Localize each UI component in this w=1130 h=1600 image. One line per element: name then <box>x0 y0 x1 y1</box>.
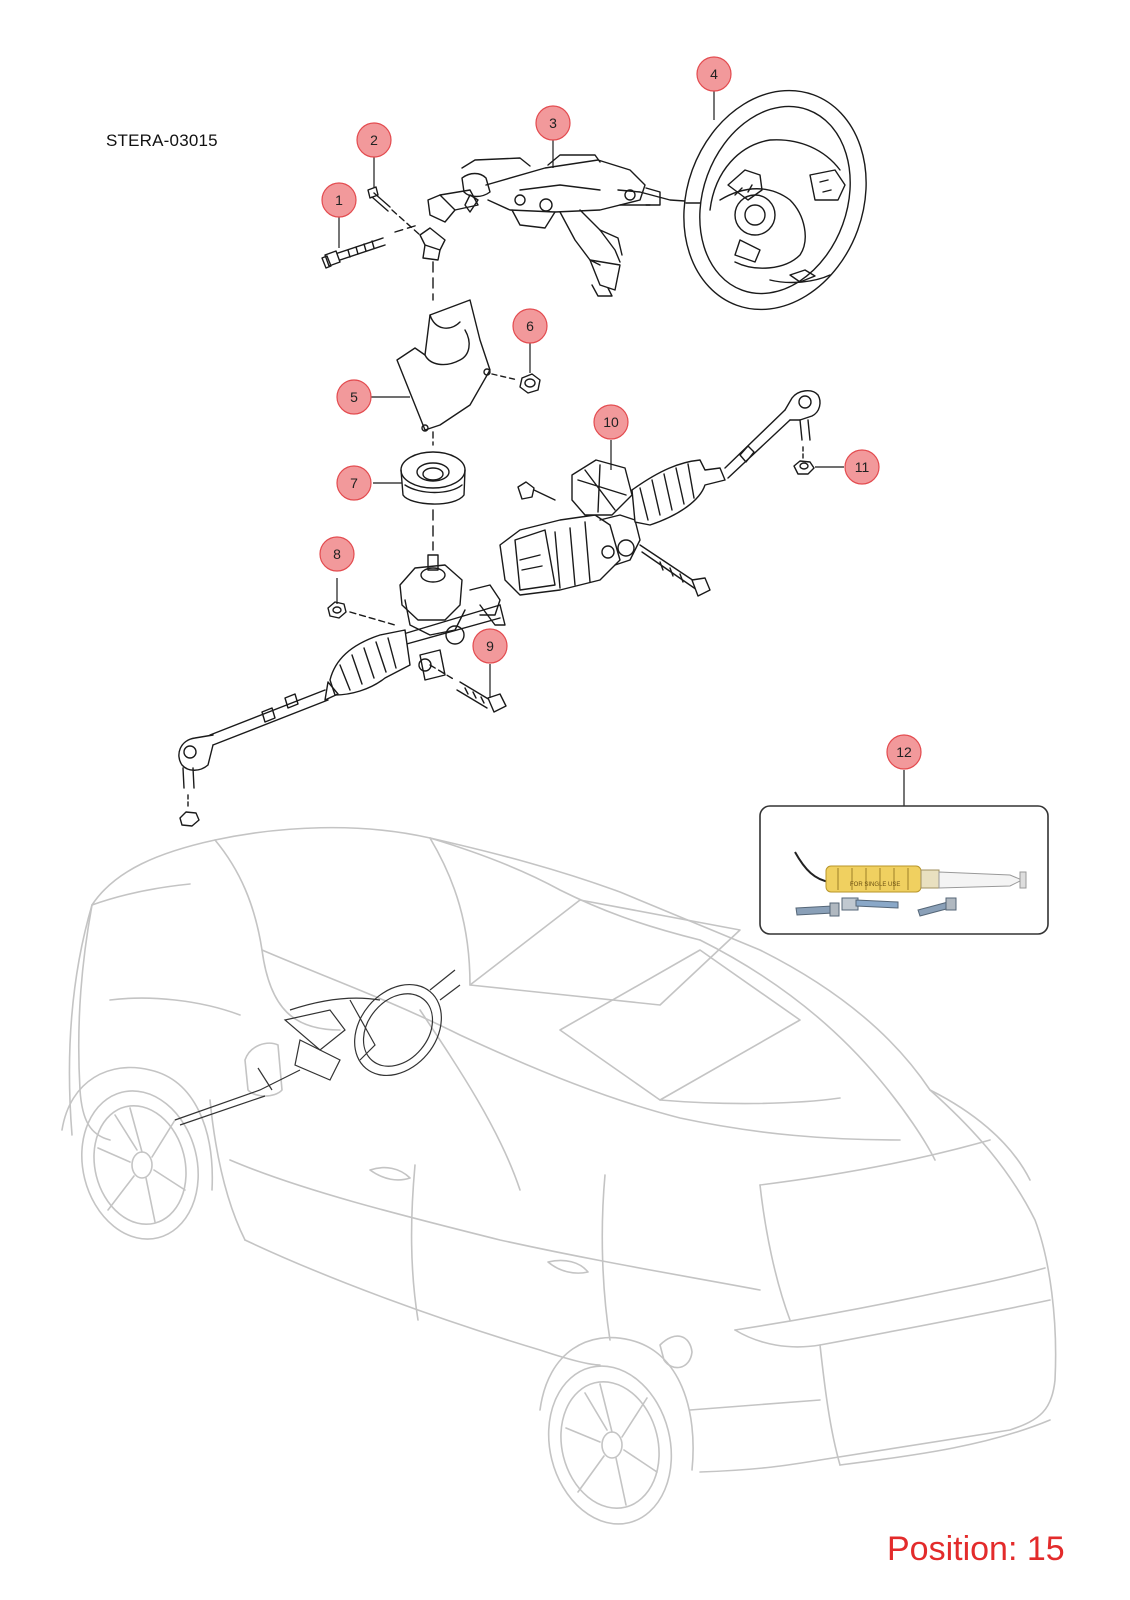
callout-6-label: 6 <box>526 318 534 334</box>
callout-1-label: 1 <box>335 192 343 208</box>
part-2-bolt <box>367 186 421 236</box>
callout-6[interactable]: 6 <box>512 308 548 344</box>
callout-9-label: 9 <box>486 638 494 654</box>
callout-12-label: 12 <box>896 744 912 760</box>
part-6-nut <box>491 373 541 394</box>
part-boot-right <box>631 459 726 526</box>
callout-4[interactable]: 4 <box>696 56 732 92</box>
callout-3-label: 3 <box>549 115 557 131</box>
syringe-icon: FOR SINGLE USE <box>825 865 1027 893</box>
part-3-steering-column <box>419 154 686 301</box>
callout-8[interactable]: 8 <box>319 536 355 572</box>
callout-5[interactable]: 5 <box>336 379 372 415</box>
part-tie-rod-left <box>178 689 329 827</box>
part-8-nut <box>327 601 396 626</box>
callout-10[interactable]: 10 <box>593 404 629 440</box>
part-boot-left <box>324 629 411 701</box>
bolt-icon <box>795 897 957 917</box>
inset-kit-photo: FOR SINGLE USE <box>759 805 1049 935</box>
parts-drawing <box>178 89 867 827</box>
vehicle-steering-system <box>174 969 461 1126</box>
callout-11[interactable]: 11 <box>844 449 880 485</box>
position-label: Position: 15 <box>887 1530 1065 1568</box>
callout-7[interactable]: 7 <box>336 465 372 501</box>
part-10-steering-rack <box>399 459 711 681</box>
leader-lines <box>336 91 905 806</box>
callout-8-label: 8 <box>333 546 341 562</box>
part-1-bolt <box>321 224 419 269</box>
callout-1[interactable]: 1 <box>321 182 357 218</box>
callout-5-label: 5 <box>350 389 358 405</box>
diagram-code: STERA-03015 <box>106 131 218 150</box>
part-tie-rod-right <box>724 390 821 479</box>
syringe-label: FOR SINGLE USE <box>850 882 900 888</box>
callout-4-label: 4 <box>710 66 718 82</box>
part-11-nut <box>793 460 815 475</box>
part-7-seal <box>400 451 466 551</box>
callout-2-label: 2 <box>370 132 378 148</box>
callout-11-label: 11 <box>855 459 870 475</box>
part-9-bolt <box>429 664 507 713</box>
part-4-steering-wheel <box>683 89 867 311</box>
callout-markers: 1 2 3 4 5 6 7 8 <box>319 56 922 770</box>
callout-10-label: 10 <box>603 414 619 430</box>
callout-3[interactable]: 3 <box>535 105 571 141</box>
callout-7-label: 7 <box>350 475 358 491</box>
callout-9[interactable]: 9 <box>472 628 508 664</box>
vehicle-outline <box>61 826 1057 1525</box>
callout-2[interactable]: 2 <box>356 122 392 158</box>
part-5-cover-plate <box>396 299 491 446</box>
callout-12[interactable]: 12 <box>886 734 922 770</box>
